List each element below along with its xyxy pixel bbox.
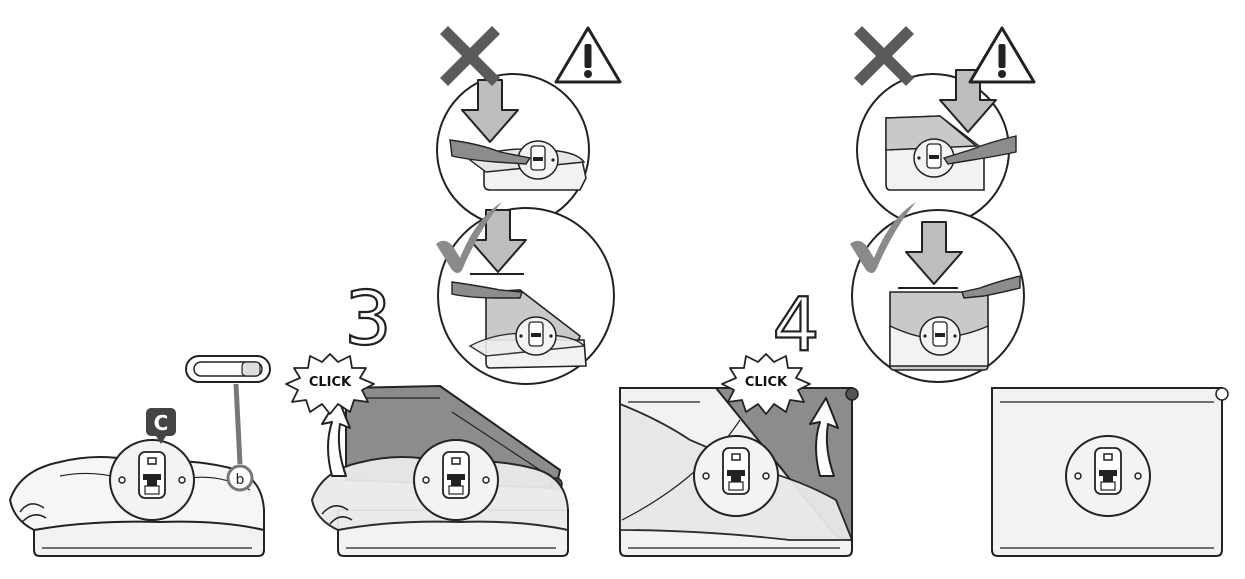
- slot-callout: b: [185, 355, 271, 492]
- cross-icon: [440, 26, 500, 86]
- slot-letter: b: [236, 472, 245, 488]
- panel-final-closed: [991, 387, 1229, 557]
- badge-c-icon: C: [146, 408, 176, 444]
- panel-step-3: CLICK 3: [285, 275, 569, 557]
- lock-emblem-icon: [413, 439, 499, 521]
- detail-step-3-wrong: [436, 26, 622, 227]
- lock-emblem-icon: [109, 439, 195, 521]
- detail-step-4-wrong: [854, 26, 1036, 227]
- badge-c-label: C: [154, 411, 169, 435]
- detail-step-3-right: [436, 202, 615, 385]
- warning-icon: [968, 26, 1036, 84]
- detail-step-4-right: [850, 202, 1025, 383]
- lock-emblem-icon: [1065, 435, 1151, 517]
- warning-icon: [554, 26, 622, 84]
- step-number-3: 3: [344, 276, 391, 362]
- panel-step-c: C b: [9, 355, 271, 557]
- panel-step-4: CLICK 4: [619, 281, 859, 557]
- step-number-4: 4: [772, 282, 819, 368]
- cross-icon: [854, 26, 914, 86]
- click-label-left: CLICK: [309, 375, 352, 390]
- click-burst-right: CLICK: [721, 353, 811, 415]
- click-burst-left: CLICK: [285, 353, 375, 415]
- lock-emblem-icon: [515, 316, 557, 356]
- click-label-right: CLICK: [745, 375, 788, 390]
- lock-emblem-icon: [919, 316, 961, 356]
- lock-emblem-icon: [693, 435, 779, 517]
